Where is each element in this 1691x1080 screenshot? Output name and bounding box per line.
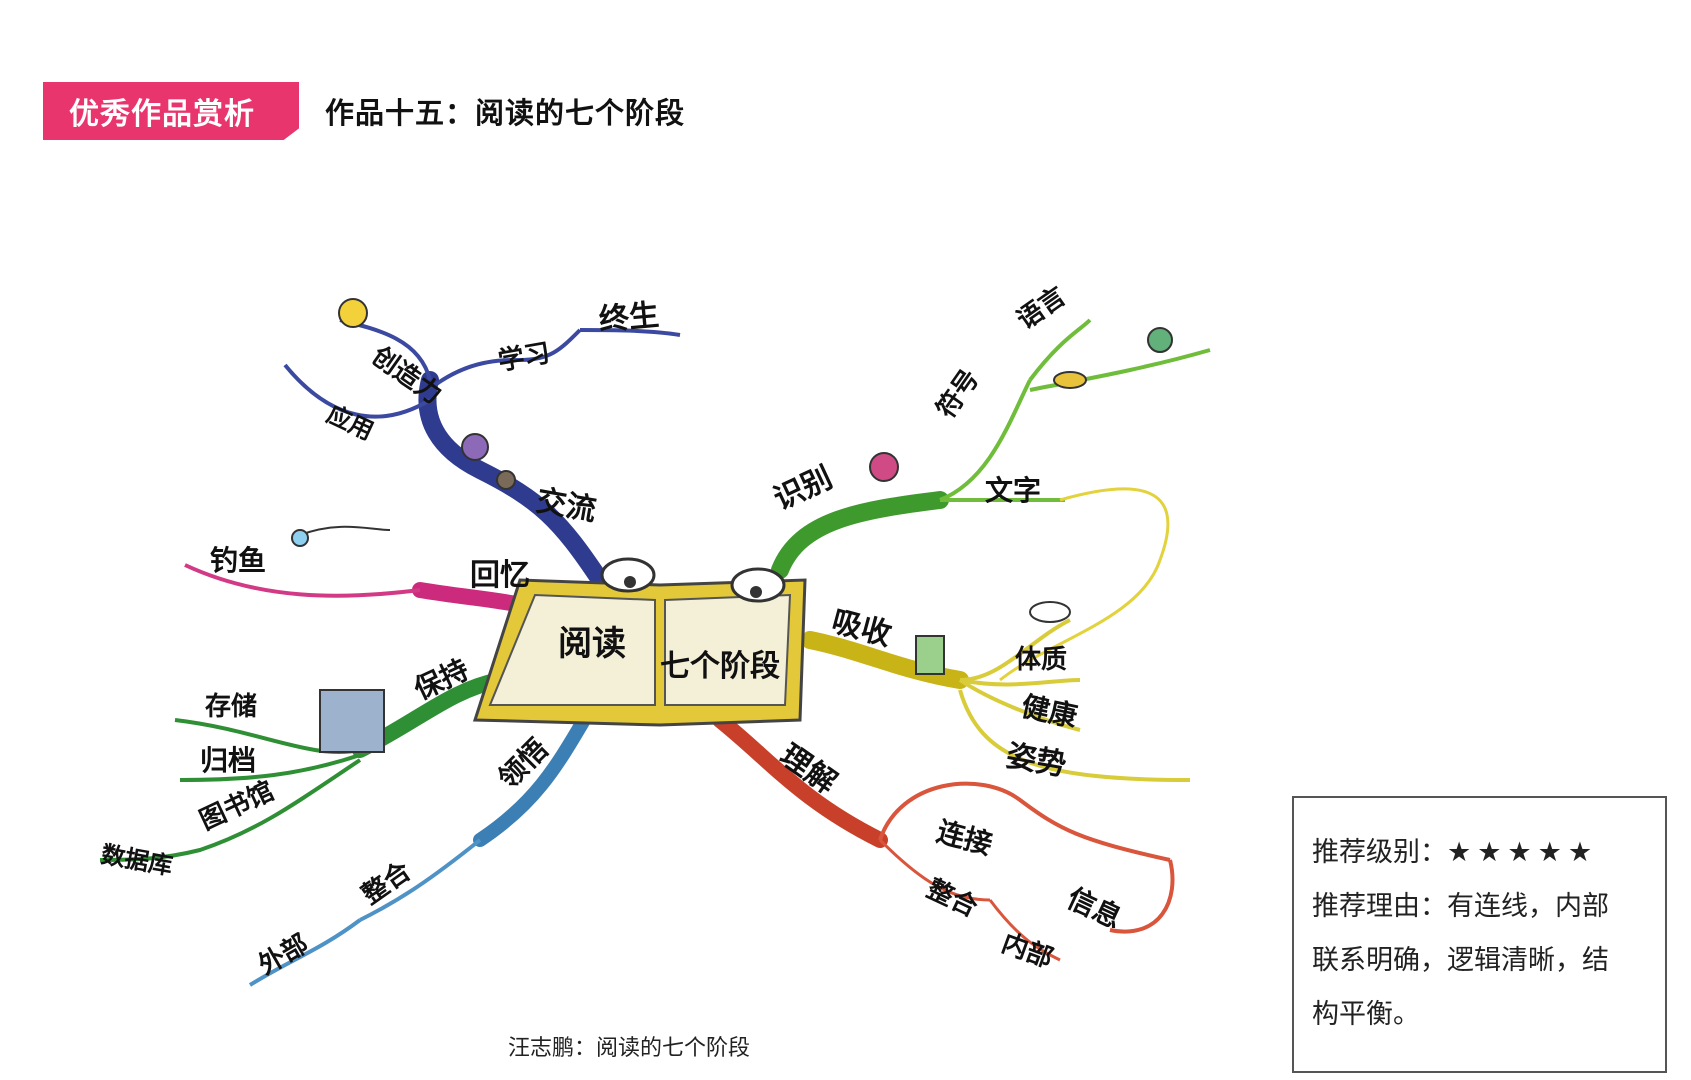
leaf-label-fishing: 钓鱼 xyxy=(210,544,266,577)
leaf-label-integrate: 整合 xyxy=(922,873,983,923)
leaf-label-learn: 学习 xyxy=(496,337,553,377)
leaf-label-health: 健康 xyxy=(1019,690,1082,734)
figure-caption: 汪志鹏：阅读的七个阶段 xyxy=(508,1036,751,1061)
fishing-line xyxy=(299,525,391,536)
section-tag: 优秀作品赏析 xyxy=(43,82,299,140)
branch-retain xyxy=(99,672,508,862)
bookshelf-icon xyxy=(319,689,385,753)
leaf-label-information: 信息 xyxy=(1062,881,1127,935)
speech-bubble-icon xyxy=(1147,327,1173,353)
leaf-label-lifelong: 终生 xyxy=(598,298,661,338)
branch-communicate xyxy=(283,298,681,589)
leaf-label-library: 图书馆 xyxy=(195,775,279,836)
branch-label-recognize: 识别 xyxy=(769,460,838,517)
leaf-label-store: 存储 xyxy=(205,691,257,722)
leaf-label-symbol: 符号 xyxy=(930,364,985,424)
leaf-label-text: 文字 xyxy=(985,474,1041,507)
branch-label-recall: 回忆 xyxy=(470,558,530,593)
recommendation-box: 推荐级别：★★★★★ 推荐理由：有连线，内部 联系明确，逻辑清晰，结 构平衡。 xyxy=(1292,796,1667,1073)
leaf-label-integrate-2: 整合 xyxy=(356,855,417,911)
recommendation-level-label: 推荐级别： xyxy=(1312,837,1447,868)
center-label-reading: 阅读 xyxy=(558,624,626,664)
eye-icon xyxy=(1029,601,1071,623)
leaf-label-connect: 连接 xyxy=(933,815,996,861)
leaf-label-external: 外部 xyxy=(254,929,314,981)
left-eye-icon xyxy=(600,557,656,593)
cup-icon xyxy=(915,635,945,675)
recommendation-level: 推荐级别：★★★★★ xyxy=(1312,826,1651,880)
leaf-label-posture: 姿势 xyxy=(1004,738,1069,783)
rating-stars: ★★★★★ xyxy=(1447,837,1599,868)
right-eye-icon xyxy=(730,567,786,603)
fisherman-icon xyxy=(291,529,309,547)
eye-icon xyxy=(1053,371,1087,389)
branch-absorb xyxy=(801,487,1191,782)
leaf-label-physique: 体质 xyxy=(1015,645,1067,675)
recommendation-reason-3: 构平衡。 xyxy=(1312,999,1420,1030)
branch-comprehend xyxy=(248,703,597,987)
speech-bubble-icon xyxy=(496,470,516,490)
branch-recognize xyxy=(771,318,1211,579)
lightbulb-icon xyxy=(338,298,368,328)
leaf-label-database: 数据库 xyxy=(99,839,175,880)
leaf-label-internal: 内部 xyxy=(998,928,1057,974)
branch-understand xyxy=(712,712,1175,962)
marker-icon xyxy=(869,452,899,482)
leaf-label-apply: 应用 xyxy=(322,399,378,446)
recommendation-reason-2: 联系明确，逻辑清晰，结 xyxy=(1312,945,1609,976)
leaf-label-archive: 归档 xyxy=(200,744,256,777)
leaf-label-language: 语言 xyxy=(1012,281,1072,335)
center-label-seven-stages: 七个阶段 xyxy=(660,649,780,684)
speech-bubble-icon xyxy=(461,433,489,461)
central-book: 阅读 七个阶段 xyxy=(472,557,807,727)
page-title: 作品十五：阅读的七个阶段 xyxy=(325,96,686,130)
recommendation-reason-1: 推荐理由：有连线，内部 xyxy=(1312,891,1609,922)
